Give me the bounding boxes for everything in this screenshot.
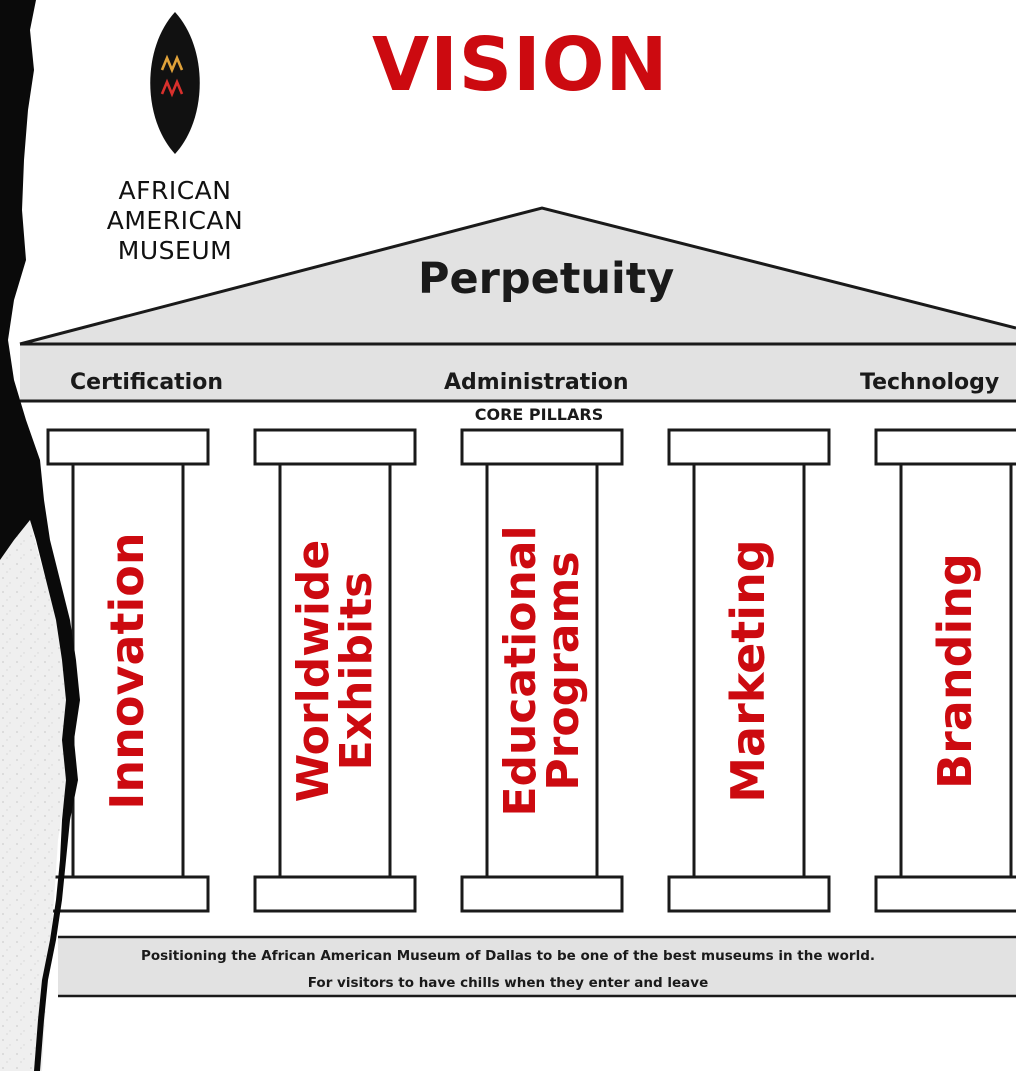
beam-label-right: Technology — [860, 370, 1000, 395]
pillar-label-line: Innovation — [100, 531, 155, 810]
torn-black-edge — [0, 0, 80, 1071]
pillar-capital — [667, 428, 831, 466]
pillar-label-line: Marketing — [721, 538, 776, 803]
base-text-line-1: Positioning the African American Museum … — [140, 948, 876, 964]
pillar-label-line: Worldwide — [287, 539, 339, 802]
logo-wordmark: AFRICAN AMERICAN MUSEUM — [64, 176, 286, 266]
core-pillars-label: CORE PILLARS — [474, 405, 604, 424]
pillar-label-line: Programs — [538, 550, 589, 791]
base-text-line-2: For visitors to have chills when they en… — [307, 975, 709, 991]
pillar-shapes — [46, 428, 1016, 913]
pillar-base — [667, 875, 831, 913]
pillar-base — [874, 875, 1016, 913]
pillar-base — [460, 875, 624, 913]
roof-pediment — [20, 208, 1016, 400]
museum-logo-icon — [150, 12, 200, 154]
pillar-label-line: Exhibits — [331, 571, 382, 770]
pillar-label: Marketing — [694, 491, 804, 851]
base-platform — [58, 937, 1016, 997]
pillar-label: Innovation — [73, 491, 183, 851]
logo-line-2: MUSEUM — [117, 236, 233, 265]
pillar-label-line: Educational — [494, 524, 546, 817]
pillar-shaft — [485, 462, 599, 879]
beam-label-center: Administration — [444, 370, 629, 395]
pillar-capital — [253, 428, 417, 466]
torn-paper-texture — [0, 520, 70, 1071]
pillar-capital — [874, 428, 1016, 466]
pillar-base — [253, 875, 417, 913]
beam-label-left: Certification — [70, 370, 224, 395]
pillar-capital — [46, 428, 210, 466]
pillar-capital — [460, 428, 624, 466]
pillar-label: Branding — [901, 491, 1011, 851]
page-title: VISION — [372, 22, 669, 108]
pillar-shaft — [899, 462, 1013, 879]
roof-outline — [19, 206, 1016, 346]
roof-title: Perpetuity — [418, 254, 675, 304]
pillar-label-line: Branding — [928, 552, 983, 789]
pillar-shaft — [692, 462, 806, 879]
torn-edge — [0, 0, 80, 1071]
pillar-base — [46, 875, 210, 913]
logo-line-1: AFRICAN AMERICAN — [106, 176, 244, 235]
